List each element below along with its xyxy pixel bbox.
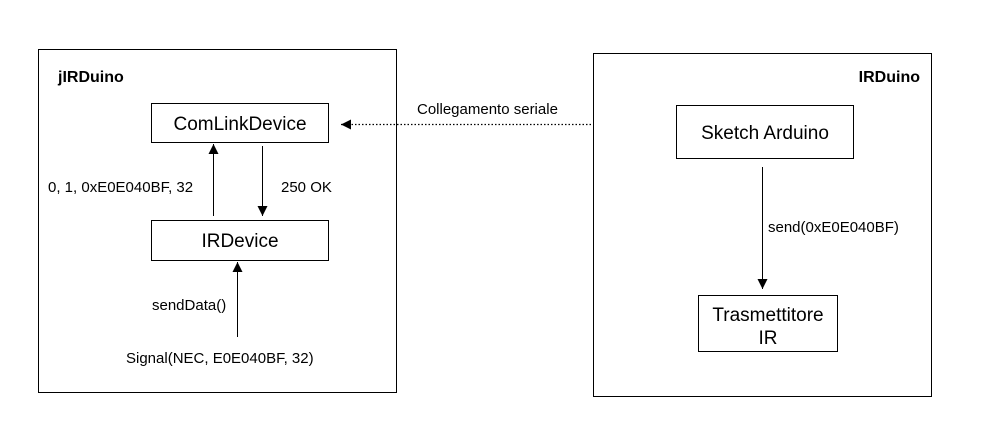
jirduino-panel: jIRDuino ComLinkDevice IRDevice 0, 1, 0x… <box>38 49 397 393</box>
up-edge-label: 0, 1, 0xE0E040BF, 32 <box>48 179 193 196</box>
sketch-arduino-label: Sketch Arduino <box>701 123 829 144</box>
down-edge-label: 250 OK <box>281 179 332 196</box>
senddata-label: sendData() <box>152 297 226 314</box>
irdevice-label: IRDevice <box>201 231 278 252</box>
send-edge-label: send(0xE0E040BF) <box>768 219 899 236</box>
transmitter-label-line2: IR <box>759 328 778 349</box>
serial-link-label: Collegamento seriale <box>417 101 558 118</box>
sketch-arduino-box <box>676 105 854 159</box>
signal-label: Signal(NEC, E0E040BF, 32) <box>126 350 314 367</box>
transmitter-label-line1: Trasmettitore <box>712 305 823 326</box>
irdevice-box <box>151 220 329 261</box>
comlinkdevice-box <box>151 103 329 143</box>
irduino-panel: IRDuino Sketch Arduino send(0xE0E040BF) … <box>593 53 932 397</box>
comlinkdevice-label: ComLinkDevice <box>173 114 306 135</box>
transmitter-box <box>698 295 838 352</box>
irduino-title: IRDuino <box>859 69 921 86</box>
jirduino-title: jIRDuino <box>57 69 124 86</box>
